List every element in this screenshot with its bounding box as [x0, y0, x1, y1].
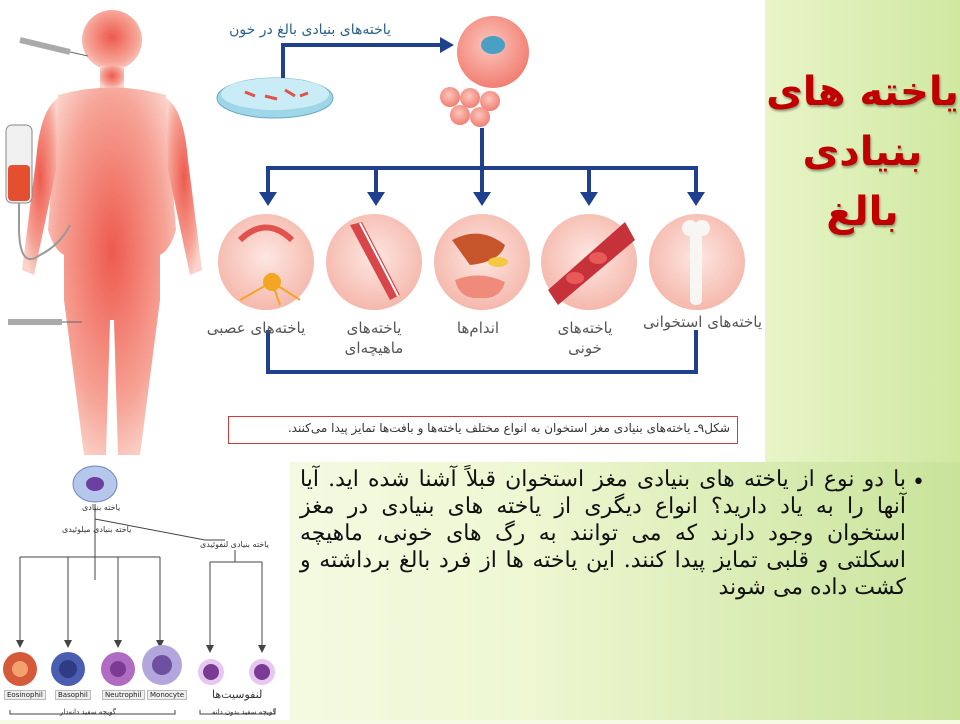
- title-line: یاخته های: [766, 69, 959, 115]
- blood-vessel-circle: [541, 214, 637, 310]
- blood-cell-diagram: یاخته بنیادی یاخته بنیادی میلوئیدی یاخته…: [0, 462, 290, 720]
- stem-cell-figure: یاخته‌های بنیادی بالغ در خون یاخته‌های ع…: [0, 0, 765, 462]
- differentiation-arrows: [266, 128, 698, 374]
- figure-caption: شکل۹ـ یاخته‌های بنیادی مغز استخوان به ان…: [287, 421, 730, 435]
- iv-bag-icon: [5, 124, 71, 261]
- cell-cluster-illustration: [440, 87, 500, 127]
- petri-dish-illustration: [216, 77, 334, 119]
- root-cell-label: یاخته بنیادی: [82, 503, 121, 512]
- bone-circle: [649, 214, 745, 310]
- cell-label-muscle: یاخته‌های ماهیچه‌ای: [344, 319, 404, 357]
- syringe-icon: [19, 37, 89, 57]
- top-figure-label: یاخته‌های بنیادی بالغ در خون: [229, 22, 391, 38]
- eosinophil-label: Eosinophil: [4, 690, 46, 700]
- cell-label-blood: یاخته‌های خونی: [557, 319, 613, 357]
- basophil-label: Basophil: [55, 690, 91, 700]
- granular-label: گویچه سفید دانه‌دار: [60, 708, 117, 716]
- title-strip: [765, 0, 960, 462]
- title-line: بنیادی: [802, 129, 923, 175]
- cell-label-neural: یاخته‌های عصبی: [206, 319, 306, 337]
- human-body-illustration: [22, 10, 202, 455]
- lymphoid-label: یاخته بنیادی لنفوئیدی: [200, 540, 269, 549]
- muscle-circle: [326, 214, 422, 310]
- stem-cell-illustration: [457, 16, 529, 88]
- bullet-paragraph: با دو نوع از یاخته های بنیادی مغز استخوا…: [300, 467, 906, 600]
- figure-graphics: [5, 10, 745, 455]
- cell-label-organs: اندام‌ها: [456, 319, 500, 337]
- monocyte-label: Monocyte: [147, 690, 188, 700]
- agranular-label: گویچه سفید بدون دانه: [212, 708, 276, 716]
- figure-caption-box: [228, 416, 738, 444]
- blood-tree-graphics: [3, 465, 276, 715]
- arrow-dish-to-cell: [281, 43, 440, 78]
- neutrophil-label: Neutrophil: [102, 690, 145, 700]
- title-line: بالغ: [826, 189, 899, 235]
- lymphocyte-label: لنفوسیت‌ها: [212, 688, 263, 701]
- myeloid-label: یاخته بنیادی میلوئیدی: [62, 525, 132, 534]
- organs-circle: [434, 214, 530, 310]
- slide-title: یاخته های بنیادی بالغ: [765, 62, 960, 242]
- cell-label-bone: یاخته‌های استخوانی: [642, 313, 763, 331]
- neuron-circle: [218, 214, 314, 310]
- bullet-marker: •: [912, 470, 925, 495]
